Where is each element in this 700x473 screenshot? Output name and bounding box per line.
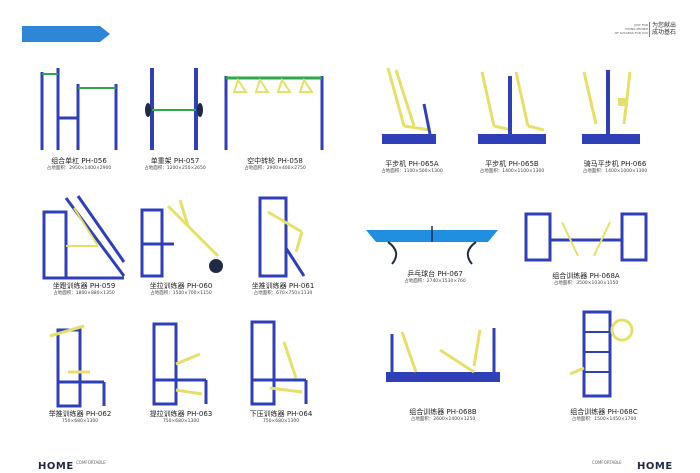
product-name: 坐拉训练器 PH-060 [149, 282, 213, 290]
product-caption: 组合训练器 PH-068C 占地面积：1500×1450×1700 [556, 408, 652, 423]
product-dimensions: 占地面积：1100×500×1300 [381, 169, 443, 174]
product-name: 组合单杠 PH-056 [51, 157, 107, 165]
product-name: 举推训练器 PH-062 [48, 410, 112, 418]
product-image-ph059 [42, 195, 126, 280]
header-slogan-en: JUST FOR YOUNG PEOPLE OF SUCCESS FOR YOU [606, 23, 648, 35]
slogan-en-line: YOUNG PEOPLE [624, 27, 648, 31]
product-image-ph060 [140, 199, 223, 278]
product-caption: 平步机 PH-065B 占地面积：1400×1100×1300 [472, 160, 552, 175]
product-dimensions: 占地面积：670×750×1130 [253, 291, 313, 296]
header-divider [649, 22, 650, 37]
product-image-ph062 [49, 324, 106, 408]
product-caption: 乒乓球台 PH-067 占地面积：2740×1530×760 [390, 270, 480, 285]
product-caption: 坐推训练器 PH-061 占地面积：670×750×1130 [243, 282, 323, 297]
product-dimensions: 占地面积：1400×1000×1300 [582, 169, 648, 174]
product-image-ph068c [569, 310, 634, 398]
product-name: 平步机 PH-065A [385, 160, 439, 168]
header-blue-arrow [100, 26, 110, 42]
product-caption: 组合单杠 PH-056 占地面积：2950×1400×2900 [34, 157, 124, 172]
product-name: 平步机 PH-065B [485, 160, 539, 168]
footer-right-word: HOME [637, 461, 673, 472]
product-name: 坐推训练器 PH-061 [251, 282, 315, 290]
slogan-en-line: JUST FOR [634, 23, 648, 27]
product-caption: 提拉训练器 PH-063 750×680×1300 [140, 410, 222, 425]
product-caption: 组合训练器 PH-068A 占地面积：3500×1030×1150 [536, 272, 636, 287]
product-name: 下压训练器 PH-064 [249, 410, 313, 418]
product-name: 提拉训练器 PH-063 [149, 410, 213, 418]
product-image-ph056 [40, 68, 118, 150]
product-dimensions: 750×680×1300 [162, 419, 200, 424]
header-slogan-zh: 为您献出 成功基石 [652, 22, 676, 36]
slogan-zh-line: 为您献出 [652, 22, 677, 29]
product-name: 组合训练器 PH-068C [570, 408, 638, 416]
product-caption: 下压训练器 PH-064 750×680×1300 [240, 410, 322, 425]
product-caption: 坐拉训练器 PH-060 占地面积：1500×700×1150 [138, 282, 224, 297]
product-caption: 坐蹬训练器 PH-059 占地面积：1800×880×1350 [36, 282, 132, 297]
product-caption: 骑马平步机 PH-066 占地面积：1400×1000×1300 [574, 160, 656, 175]
product-dimensions: 占地面积：2950×1400×2900 [46, 166, 112, 171]
product-image-ph061 [258, 196, 306, 278]
product-dimensions: 占地面积：1800×880×1350 [53, 291, 115, 296]
product-name: 空中转轮 PH-058 [247, 157, 303, 165]
product-name: 骑马平步机 PH-066 [583, 160, 647, 168]
footer-right-sub: COMFORTABLE [592, 460, 622, 465]
product-dimensions: 占地面积：2740×1530×760 [404, 279, 466, 284]
footer-left-word: HOME [38, 461, 74, 472]
product-image-ph058 [224, 76, 324, 150]
product-image-ph065a [382, 67, 436, 144]
product-name: 组合训练器 PH-068A [552, 272, 620, 280]
product-caption: 平步机 PH-065A 占地面积：1100×500×1300 [374, 160, 450, 175]
product-dimensions: 750×680×1300 [262, 419, 300, 424]
product-dimensions: 占地面积：2600×1400×1250 [410, 417, 476, 422]
product-dimensions: 占地面积：1500×1450×1700 [571, 417, 637, 422]
product-image-ph064 [250, 320, 308, 406]
header-blue-bar [22, 26, 100, 42]
product-name: 单重架 PH-057 [150, 157, 200, 165]
product-name: 坐蹬训练器 PH-059 [52, 282, 116, 290]
product-name: 组合训练器 PH-068B [409, 408, 477, 416]
product-caption: 空中转轮 PH-058 占地面积：2900×400×2750 [225, 157, 325, 172]
product-image-ph065b [478, 71, 546, 144]
product-caption: 单重架 PH-057 占地面积：1200×250×2650 [135, 157, 215, 172]
product-dimensions: 占地面积：2900×400×2750 [244, 166, 306, 171]
product-dimensions: 占地面积：1400×1100×1300 [479, 169, 545, 174]
product-dimensions: 占地面积：1200×250×2650 [144, 166, 206, 171]
product-dimensions: 占地面积：3500×1030×1150 [553, 281, 619, 286]
product-caption: 举推训练器 PH-062 750×680×1300 [40, 410, 120, 425]
product-image-ph063 [152, 322, 208, 406]
product-dimensions: 占地面积：1500×700×1150 [150, 291, 212, 296]
footer-left-sub: COMFORTABLE [76, 460, 106, 465]
product-image-ph067 [366, 226, 498, 265]
product-image-ph057 [145, 68, 203, 150]
product-image-ph068a [524, 212, 648, 262]
product-dimensions: 750×680×1300 [61, 419, 99, 424]
product-image-ph068b [386, 328, 500, 382]
slogan-en-line: OF SUCCESS FOR YOU [614, 31, 648, 35]
slogan-zh-line: 成功基石 [652, 29, 677, 36]
product-caption: 组合训练器 PH-068B 占地面积：2600×1400×1250 [395, 408, 491, 423]
product-image-ph066 [582, 70, 640, 144]
product-name: 乒乓球台 PH-067 [407, 270, 463, 278]
